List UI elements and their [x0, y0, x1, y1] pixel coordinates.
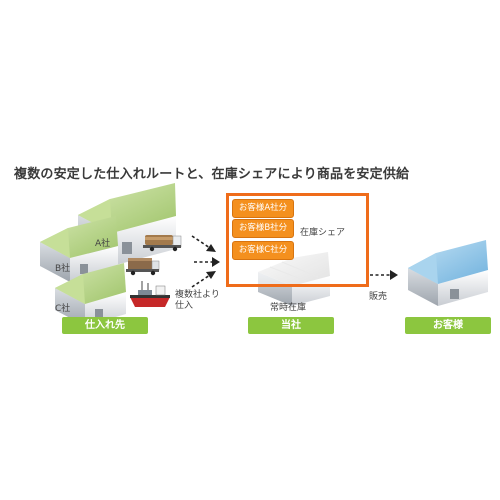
share-badge-a: お客様A社分: [232, 199, 294, 218]
customer-pill: お客様: [405, 317, 491, 334]
supplier-b-label: B社: [55, 264, 71, 274]
arrow-head-icon: [206, 244, 216, 252]
company-pill: 当社: [248, 317, 334, 334]
stock-label: 常時在庫: [270, 303, 307, 313]
page-title: 複数の安定した仕入れルートと、在庫シェアにより商品を安定供給: [14, 167, 410, 182]
inbound-arrows: [191, 235, 214, 288]
route-note: 複数社より 仕入: [175, 290, 220, 311]
stock-share-frame: [226, 193, 369, 287]
timber-truck-icon: [143, 235, 182, 252]
sale-label: 販売: [369, 292, 388, 302]
supplier-c-label: C社: [55, 304, 71, 314]
share-badge-b: お客様B社分: [232, 219, 294, 238]
arrow-head-icon: [390, 270, 398, 280]
share-badge-c: お客様C社分: [232, 241, 294, 260]
arrow-head-icon: [206, 271, 216, 279]
supplier-a-label: A社: [95, 239, 111, 249]
supplier-b-warehouse-icon: [40, 216, 118, 282]
customer-warehouse-icon: [408, 240, 488, 306]
cargo-truck-icon: [126, 258, 160, 276]
share-label: 在庫シェア: [300, 228, 346, 238]
arrow-head-icon: [212, 257, 220, 267]
supplier-pill: 仕入れ先: [62, 317, 148, 334]
cargo-ship-icon: [130, 281, 170, 307]
